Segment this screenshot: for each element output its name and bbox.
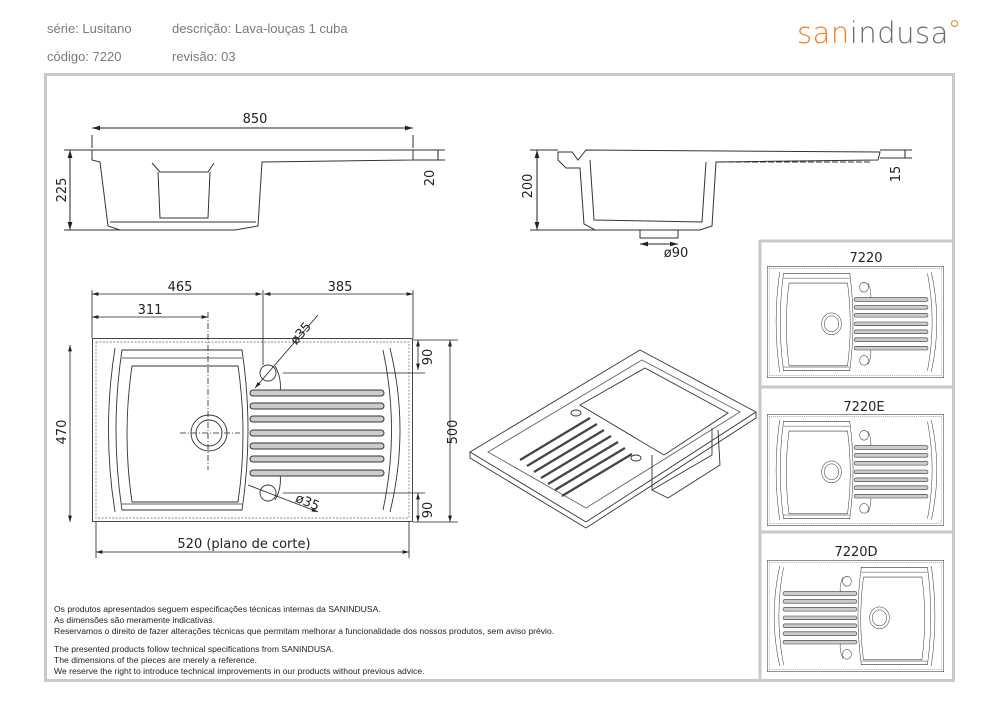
serie-label: série: Lusitano [47, 21, 132, 36]
dim-depth-200: 200 [521, 174, 536, 199]
dim-rim-15: 15 [889, 166, 904, 183]
note-pt-2: As dimensões são meramente indicativas. [54, 615, 215, 625]
variant-7220: 7220 [767, 251, 944, 378]
dim-hole-bottom: ø35 [293, 491, 321, 514]
dim-500: 500 [446, 420, 461, 445]
plan-view [68, 290, 458, 558]
isometric-view [469, 349, 757, 529]
logo-part-san: san [797, 16, 850, 50]
revisao-label: revisão: 03 [172, 49, 236, 64]
note-pt-1: Os produtos apresentados seguem especifi… [54, 604, 381, 614]
sanindusa-logo: sanindusa [797, 16, 958, 50]
note-en-1: The presented products follow technical … [54, 644, 334, 654]
variant-label: 7220E [843, 400, 884, 415]
variant-7220D: 7220D [767, 545, 944, 672]
front-elevation-view [64, 125, 445, 231]
dim-height-225: 225 [55, 178, 70, 203]
section-view [530, 149, 912, 247]
note-pt-3: Reservamos o direito de fazer alterações… [54, 626, 555, 636]
codigo-label: código: 7220 [47, 49, 122, 64]
note-en-2: The dimensions of the pieces are merely … [54, 655, 258, 665]
dim-470: 470 [55, 420, 70, 445]
notes-portuguese: Os produtos apresentados seguem especifi… [54, 604, 554, 637]
variant-label: 7220 [849, 251, 882, 266]
dim-90-bottom: 90 [421, 502, 436, 519]
logo-mark-icon [950, 20, 958, 27]
dim-311: 311 [138, 303, 163, 318]
note-en-3: We reserve the right to introduce techni… [54, 666, 425, 676]
dim-385: 385 [328, 280, 353, 295]
descricao-label: descrição: Lava-louças 1 cuba [172, 21, 348, 36]
dim-rim-20: 20 [423, 170, 438, 187]
dim-90-top: 90 [421, 349, 436, 366]
drawing-frame [44, 73, 955, 682]
variant-label: 7220D [834, 545, 877, 560]
dim-width-850: 850 [243, 112, 268, 127]
notes-english: The presented products follow technical … [54, 644, 425, 677]
logo-part-indusa: indusa [849, 16, 949, 50]
dim-drain-90: ø90 [664, 246, 689, 261]
dim-520-cut: 520 (plano de corte) [177, 537, 310, 552]
variant-7220E: 7220E [767, 400, 944, 526]
variants-panel [758, 239, 955, 682]
dim-465: 465 [168, 280, 193, 295]
